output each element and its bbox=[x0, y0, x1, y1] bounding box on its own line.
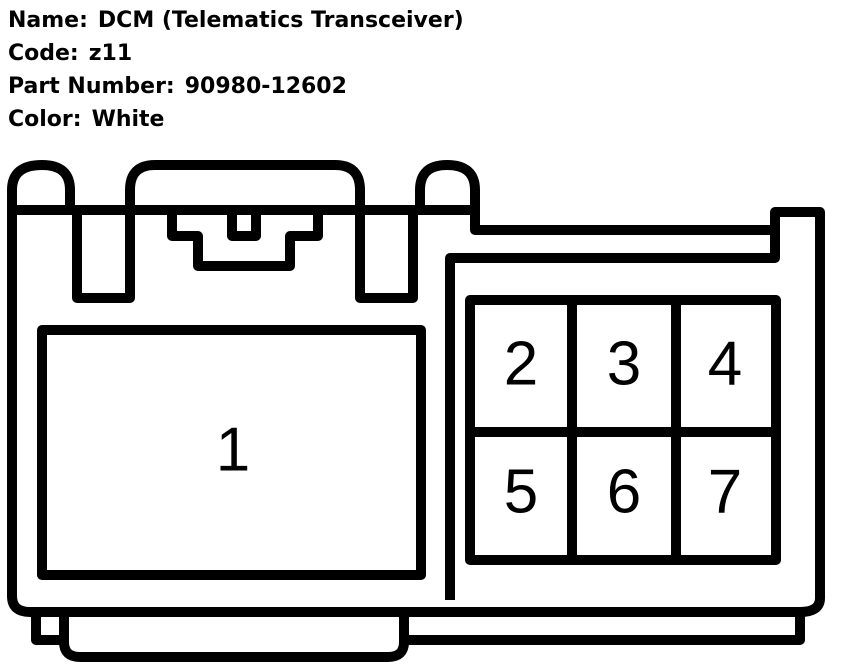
pin-2-label: 2 bbox=[504, 330, 538, 399]
connector-housing bbox=[7, 160, 825, 617]
color-label: Color: bbox=[8, 107, 82, 132]
connector-info: Name: DCM (Telematics Transceiver) Code: z… bbox=[8, 4, 464, 136]
name-label: Name: bbox=[8, 8, 88, 33]
cavity-1 bbox=[37, 325, 426, 580]
pin-7-label: 7 bbox=[708, 458, 742, 527]
name-row: Name: DCM (Telematics Transceiver) bbox=[8, 4, 464, 37]
code-row: Code: z11 bbox=[8, 37, 464, 70]
code-label: Code: bbox=[8, 41, 79, 66]
pin-4-label: 4 bbox=[708, 330, 742, 399]
bottom-foot-center bbox=[59, 612, 409, 662]
color-row: Color: White bbox=[8, 103, 464, 136]
code-value: z11 bbox=[88, 41, 133, 66]
pin-3-label: 3 bbox=[607, 330, 641, 399]
latch-slot bbox=[227, 210, 261, 241]
part-number-value: 90980-12602 bbox=[184, 74, 347, 99]
pin-5-label: 5 bbox=[504, 458, 538, 527]
latch-tab bbox=[167, 210, 323, 271]
part-number-row: Part Number: 90980-12602 bbox=[8, 70, 464, 103]
part-number-label: Part Number: bbox=[8, 74, 175, 99]
bottom-foot-right bbox=[404, 612, 805, 645]
color-value: White bbox=[91, 107, 165, 132]
bottom-foot bbox=[31, 612, 64, 645]
pin-6-label: 6 bbox=[607, 458, 641, 527]
pin-1-label: 1 bbox=[216, 416, 250, 485]
right-module-outline bbox=[445, 230, 780, 600]
name-value: DCM (Telematics Transceiver) bbox=[97, 8, 464, 33]
